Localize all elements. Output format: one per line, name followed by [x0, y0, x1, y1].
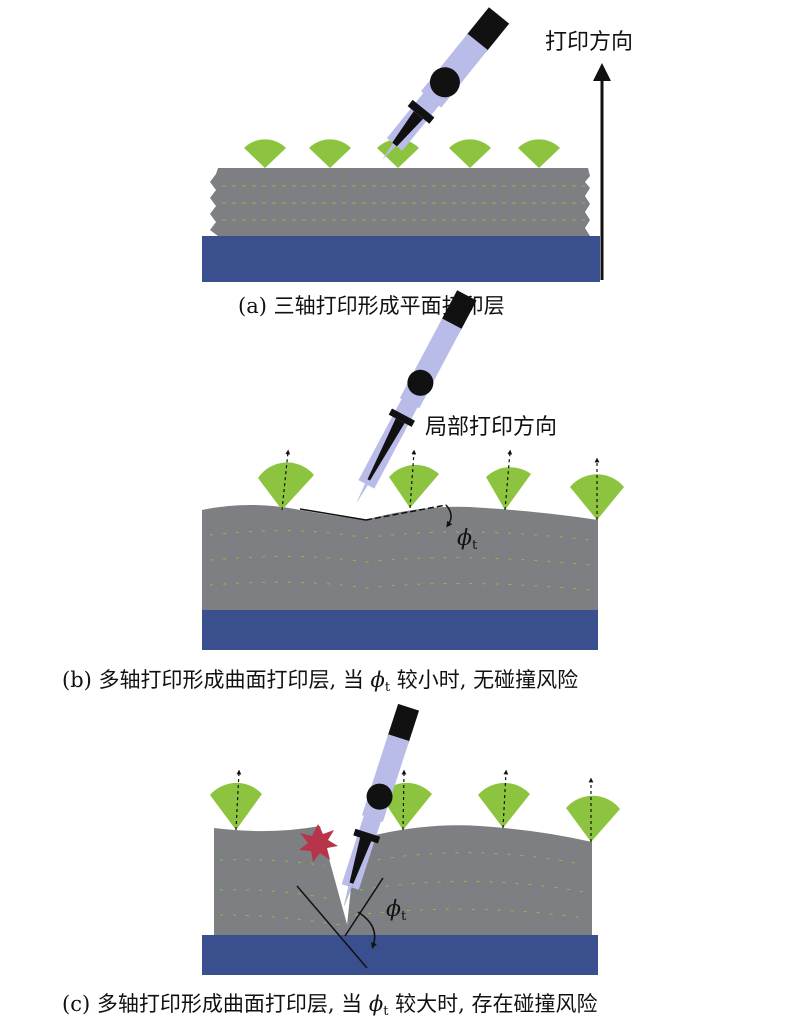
- local-print-direction-label: 局部打印方向: [425, 415, 558, 440]
- panel-c: [202, 703, 620, 975]
- phi-subscript-b: t: [472, 538, 478, 553]
- phi-symbol-c: ϕ: [386, 897, 401, 922]
- angle-lines-b: [299, 504, 453, 528]
- caption-c-phi: ϕ: [368, 992, 384, 1016]
- fan-a3: [377, 139, 419, 168]
- local-direction-arrows-b: [281, 449, 600, 520]
- local-direction-arrows-c: [235, 769, 594, 842]
- fan-b3: [486, 467, 531, 510]
- angle-label-c: ϕt: [386, 897, 406, 924]
- fan-c2: [380, 782, 432, 830]
- panel-a: [202, 7, 611, 282]
- deposition-fans-a: [244, 139, 560, 168]
- panel-b: [202, 290, 624, 650]
- fan-a4: [449, 139, 491, 168]
- caption-b-phi: ϕ: [370, 668, 385, 692]
- substrate-b: [202, 610, 598, 650]
- substrate-a: [202, 236, 600, 282]
- nozzle-c: [341, 703, 420, 906]
- caption-c-part2: 较大时, 存在碰撞风险: [395, 992, 598, 1016]
- fan-c3: [478, 782, 530, 828]
- phi-symbol-b: ϕ: [457, 526, 472, 551]
- fan-c4: [566, 795, 620, 842]
- caption-b: (b) 多轴打印形成曲面打印层, 当 ϕt 较小时, 无碰撞风险: [62, 664, 578, 695]
- caption-a: (a) 三轴打印形成平面打印层: [238, 294, 505, 318]
- deposition-fans-c: [210, 782, 620, 842]
- caption-c-part1: (c) 多轴打印形成曲面打印层, 当: [62, 992, 363, 1016]
- print-direction-label: 打印方向: [545, 30, 634, 55]
- fan-b2: [389, 464, 439, 508]
- nozzle-b: [357, 290, 477, 502]
- deposition-fans-b: [258, 462, 624, 520]
- substrate-c: [202, 935, 598, 975]
- caption-c-phi-sub: t: [383, 1004, 389, 1019]
- fan-b1: [258, 462, 314, 510]
- fan-a5: [518, 139, 560, 168]
- caption-b-part2: 较小时, 无碰撞风险: [396, 668, 579, 692]
- fan-c1: [210, 782, 262, 830]
- caption-c: (c) 多轴打印形成曲面打印层, 当 ϕt 较大时, 存在碰撞风险: [62, 988, 597, 1019]
- fan-b4: [570, 474, 624, 520]
- collision-star-icon: [299, 824, 338, 862]
- angle-lines-c: [296, 877, 384, 969]
- printed-part-c-right: [346, 825, 592, 935]
- phi-subscript-c: t: [401, 909, 407, 924]
- fan-a2: [309, 139, 351, 168]
- printed-part-b: [202, 505, 598, 610]
- curved-layer-lines-c: [219, 852, 586, 926]
- nozzle-a: [382, 7, 510, 160]
- planar-layer-lines: [222, 185, 585, 221]
- caption-b-phi-sub: t: [384, 680, 391, 695]
- fan-a1: [244, 139, 286, 168]
- angle-label-b: ϕt: [457, 526, 477, 553]
- printed-part-a: [210, 168, 590, 236]
- caption-b-part1: (b) 多轴打印形成曲面打印层, 当: [62, 668, 364, 692]
